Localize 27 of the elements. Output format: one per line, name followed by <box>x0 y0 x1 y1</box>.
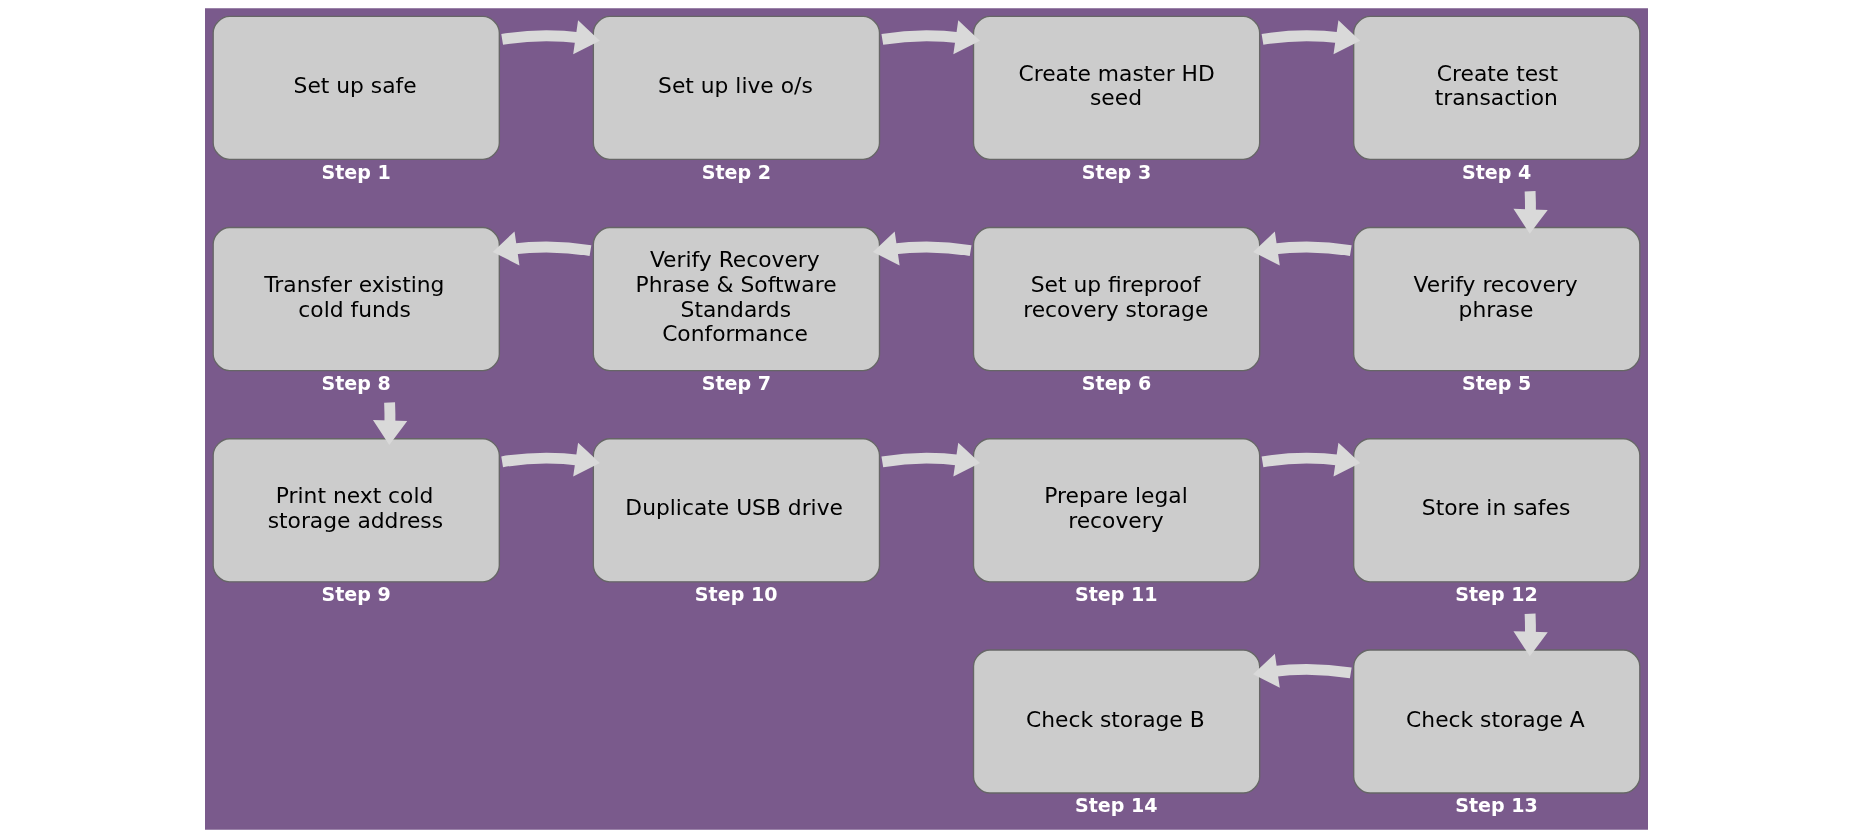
node-label: Step 5 <box>1462 371 1532 394</box>
arrow <box>492 231 592 266</box>
arrow <box>1513 191 1548 234</box>
arrow <box>1253 653 1352 688</box>
node-label: Step 2 <box>701 160 771 183</box>
node-label: Step 10 <box>694 583 778 606</box>
arrow <box>1261 20 1361 55</box>
arrow <box>1513 613 1548 657</box>
arrow <box>1261 442 1361 477</box>
arrow <box>1253 231 1352 266</box>
node-label: Step 12 <box>1455 583 1538 606</box>
node-label: Step 14 <box>1075 794 1158 817</box>
arrow <box>501 20 600 55</box>
node-label: Step 7 <box>701 371 771 394</box>
arrow <box>872 231 972 266</box>
arrow <box>881 442 980 477</box>
arrow <box>372 402 408 446</box>
node-label: Step 8 <box>321 371 391 394</box>
node-label: Step 11 <box>1075 583 1158 606</box>
node-label: Step 3 <box>1081 160 1152 183</box>
arrow <box>881 20 980 55</box>
node-label: Step 9 <box>321 583 391 606</box>
node-label: Step 1 <box>321 160 391 183</box>
node-label: Step 13 <box>1455 794 1538 817</box>
node-label: Step 6 <box>1081 371 1152 394</box>
node-label: Step 4 <box>1462 160 1532 183</box>
arrow <box>501 442 600 477</box>
